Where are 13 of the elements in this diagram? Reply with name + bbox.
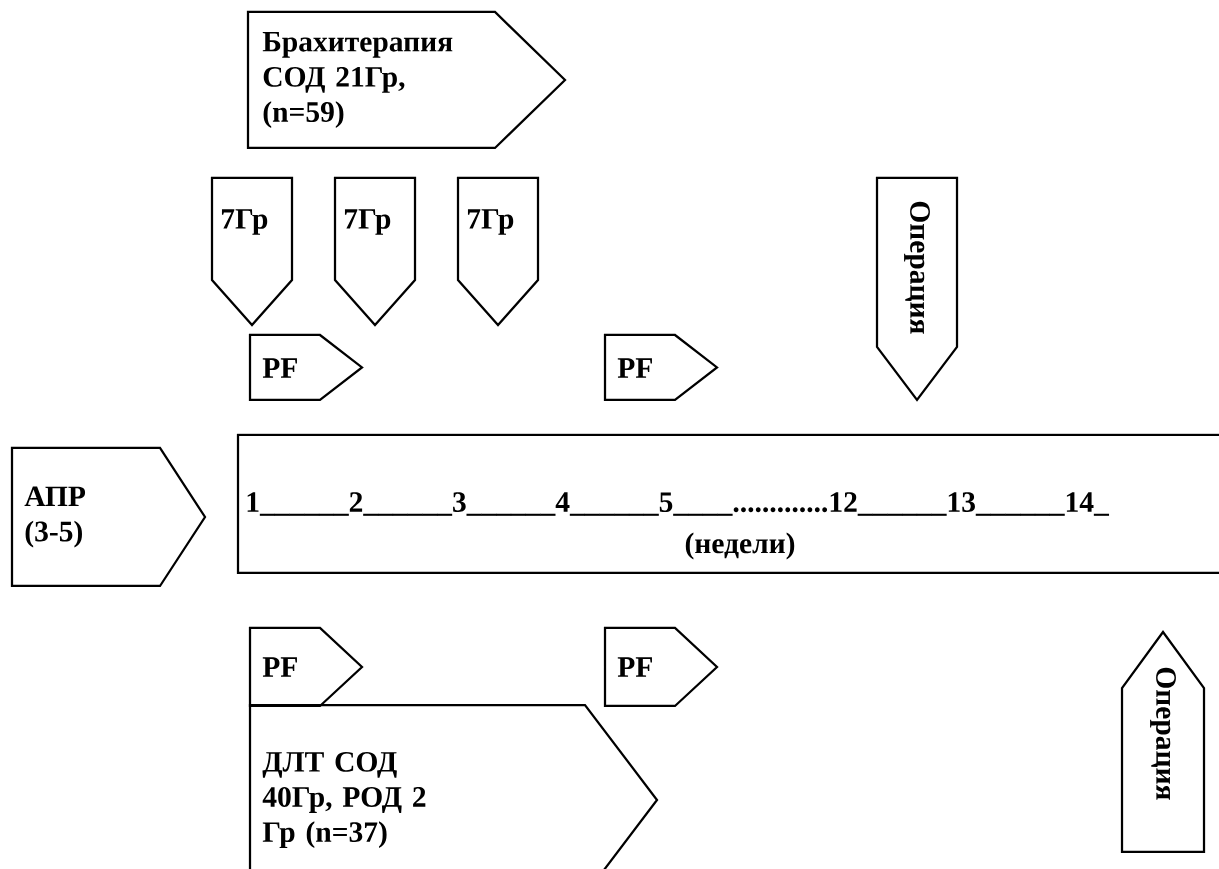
pentagon-box: Операция: [875, 176, 959, 402]
pentagon-box: PF: [248, 626, 364, 708]
pentagon-box: АПР (3-5): [10, 446, 207, 588]
pentagon-box: PF: [603, 333, 719, 402]
pentagon-box: 7Гр: [210, 176, 294, 327]
pentagon-box: PF: [248, 333, 364, 402]
pentagon-box: Операция: [1120, 630, 1206, 854]
pentagon-box: 7Гр: [333, 176, 417, 327]
pentagon-box: Брахитерапия СОД 21Гр, (n=59): [246, 10, 567, 150]
pentagon-box: ДЛТ СОД 40Гр, РОД 2 Гр (n=37): [248, 703, 659, 869]
pentagon-box: PF: [603, 626, 719, 708]
timeline-box: 1______2______3______4______5____.............12______13______14_ (недели): [236, 433, 1219, 575]
pentagon-box: 7Гр: [456, 176, 540, 327]
